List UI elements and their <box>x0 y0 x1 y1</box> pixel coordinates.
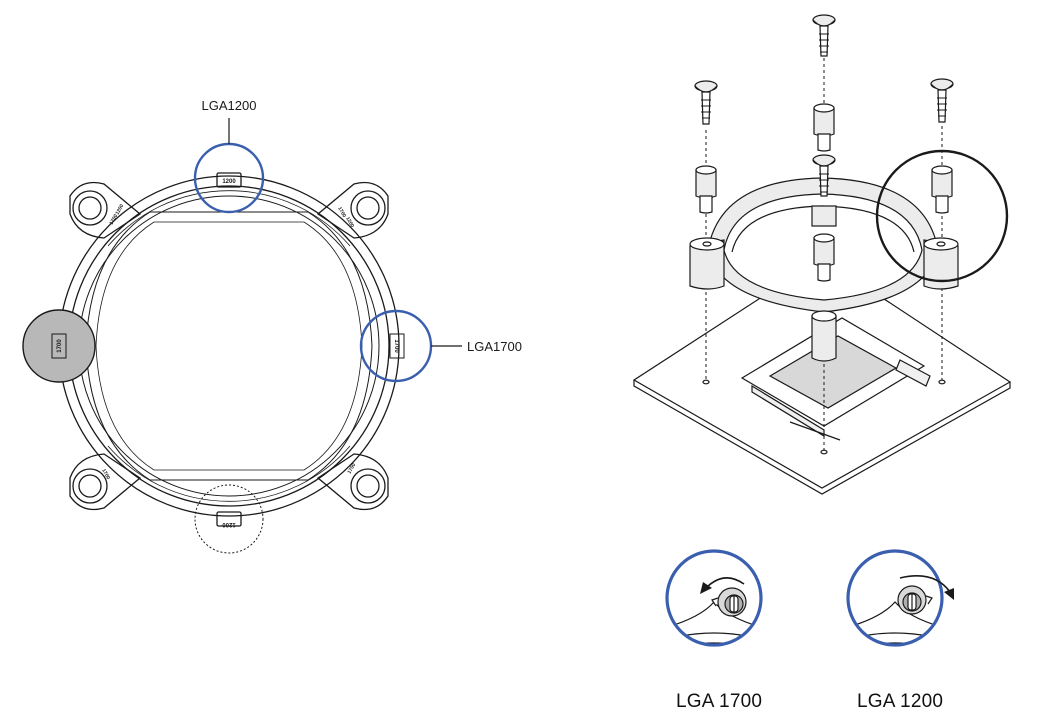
tab-bottom <box>216 511 242 527</box>
rotate-ccw-arrow-icon <box>700 577 745 594</box>
top-tab-mark: 1200 <box>222 179 236 185</box>
bracket-outline <box>58 175 400 517</box>
callout-label-right: LGA1700 <box>467 339 522 354</box>
ear-mark-tr: 1700 <box>336 206 347 219</box>
bracket-ear-bottom-right <box>316 453 389 511</box>
callout-label-top: LGA1200 <box>202 98 257 113</box>
push-pin-front <box>812 154 836 197</box>
caption-lga1700: LGA 1700 <box>676 691 763 712</box>
ear-mark-br: 1700 <box>347 462 358 475</box>
bracket-ear-top-left <box>69 181 142 239</box>
detail-lga1200 <box>846 549 954 647</box>
standoff-right <box>931 165 953 214</box>
detail-highlight-circle <box>875 149 1009 283</box>
standoff-back <box>813 103 835 152</box>
ear-mark-tl-alt: 1200 <box>115 203 126 216</box>
standoff-left <box>695 165 717 214</box>
left-tab-mark: 1700 <box>57 339 63 353</box>
bottom-tab-mark: 1200 <box>222 521 236 527</box>
standoff-front <box>813 233 835 282</box>
right-tab: 1700 <box>389 333 405 359</box>
assembly-isometric <box>632 14 1012 495</box>
caption-lga1200: LGA 1200 <box>857 691 944 712</box>
tab-top <box>216 172 242 188</box>
rotate-cw-arrow-icon <box>899 575 954 600</box>
push-pin-back <box>812 14 836 57</box>
bracket-top-view <box>58 172 400 527</box>
ear-mark-tl: 1700 <box>109 213 120 226</box>
ear-mark-tr-alt: 1200 <box>344 216 355 229</box>
detail-lga1700 <box>665 549 763 647</box>
push-pin-left <box>694 80 718 125</box>
ear-mark-bl: 1700 <box>100 468 111 481</box>
bracket-ear-bottom-left <box>69 453 142 511</box>
left-tab-highlight: 1700 <box>22 309 96 383</box>
push-pin-right <box>930 78 954 123</box>
cpu-socket <box>740 317 931 441</box>
bracket-ear-top-right <box>316 181 389 239</box>
right-tab-mark: 1700 <box>393 339 399 353</box>
bottom-tab-dotted-circle <box>194 484 264 554</box>
